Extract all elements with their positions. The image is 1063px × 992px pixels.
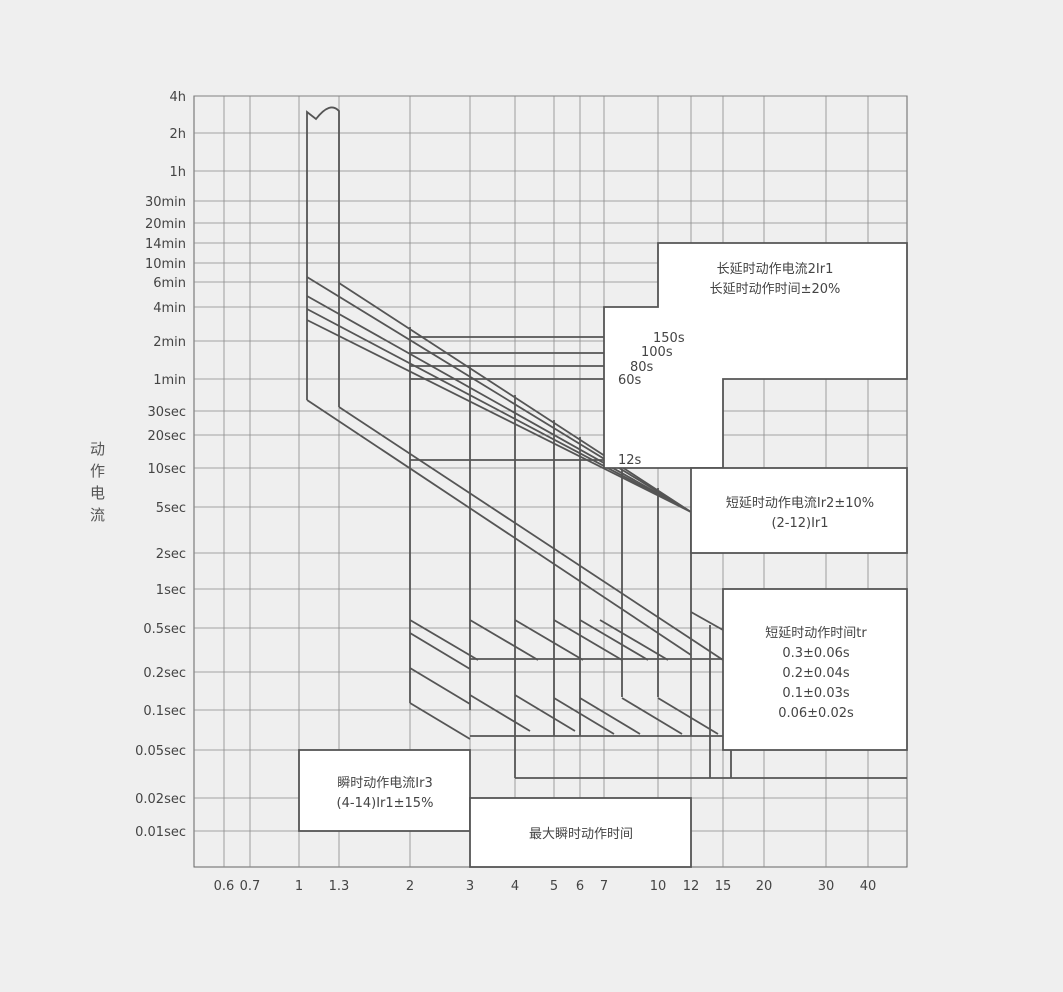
y-tick-label: 4h — [169, 90, 186, 105]
short-delay-current-text: (2-12)Ir1 — [771, 516, 828, 531]
x-tick-label: 15 — [715, 879, 732, 894]
long-delay-diagonal — [306, 308, 692, 513]
y-axis-label-char: 作 — [89, 462, 106, 480]
short-delay-step-diagonal — [553, 697, 615, 735]
long-delay-text: 长延时动作电流2Ir1 — [717, 262, 834, 277]
short-delay-step-diagonal — [657, 697, 719, 735]
x-tick-label: 12 — [683, 879, 700, 894]
long-delay-lower-diagonal — [338, 406, 724, 661]
x-tick-label: 5 — [550, 879, 558, 894]
short-delay-step-diagonal — [409, 632, 471, 670]
x-tick-label: 1.3 — [329, 879, 350, 894]
y-axis-label-char: 流 — [89, 506, 106, 524]
short-delay-time-text: 0.2±0.04s — [782, 666, 850, 681]
curve-label: 60s — [618, 373, 642, 388]
y-tick-label: 0.2sec — [143, 666, 186, 681]
short-delay-current-text: 短延时动作电流Ir2±10% — [726, 496, 874, 511]
x-tick-label: 7 — [600, 879, 608, 894]
y-tick-label: 20min — [145, 217, 186, 232]
short-delay-step-diagonal — [599, 619, 669, 661]
y-tick-label: 0.1sec — [143, 704, 186, 719]
short-delay-time-text: 短延时动作时间tr — [765, 626, 867, 641]
y-tick-label: 2h — [169, 127, 186, 142]
long-delay-envelope — [306, 106, 340, 407]
curve-label: 100s — [641, 345, 673, 360]
y-tick-label: 0.5sec — [143, 622, 186, 637]
long-delay-lower-diagonal — [306, 399, 692, 656]
y-tick-label: 4min — [153, 301, 186, 316]
instant-current-panel — [298, 749, 471, 832]
instant-current-text: (4-14)Ir1±15% — [337, 796, 434, 811]
x-tick-label: 1 — [295, 879, 303, 894]
short-delay-step-diagonal — [469, 619, 539, 661]
y-tick-label: 2sec — [156, 547, 186, 562]
short-delay-step-diagonal — [469, 694, 531, 732]
short-delay-step-diagonal — [514, 619, 584, 661]
short-delay-step-diagonal — [579, 619, 649, 661]
x-tick-labels: 0.6 0.7 1 1.3 2 3 4 5 6 7 10 12 15 20 30 40 — [214, 879, 877, 894]
short-delay-step-diagonal — [409, 619, 479, 661]
curve-label: 150s — [653, 331, 685, 346]
y-tick-label: 1sec — [156, 583, 186, 598]
x-tick-label: 0.6 — [214, 879, 235, 894]
short-delay-time-text: 0.3±0.06s — [782, 646, 850, 661]
short-delay-step-diagonal — [514, 694, 576, 732]
curve-label: 12s — [618, 453, 642, 468]
short-delay-edge — [690, 611, 724, 631]
y-tick-label: 6min — [153, 276, 186, 291]
x-tick-label: 4 — [511, 879, 519, 894]
x-tick-label: 0.7 — [240, 879, 261, 894]
y-tick-label: 1h — [169, 165, 186, 180]
short-delay-step-diagonal — [579, 697, 641, 735]
x-tick-label: 6 — [576, 879, 584, 894]
x-tick-label: 3 — [466, 879, 474, 894]
short-delay-time-text: 0.06±0.02s — [778, 706, 854, 721]
y-tick-label: 30sec — [148, 405, 186, 420]
short-delay-step-diagonal — [553, 619, 623, 661]
y-tick-label: 0.02sec — [135, 792, 186, 807]
short-delay-step-diagonal — [409, 702, 471, 740]
y-tick-label: 10sec — [148, 462, 186, 477]
long-delay-diagonal — [306, 276, 692, 513]
y-axis-label-char: 动 — [89, 440, 106, 458]
y-tick-label: 10min — [145, 257, 186, 272]
instant-current-text: 瞬时动作电流Ir3 — [337, 776, 432, 791]
x-tick-label: 20 — [756, 879, 773, 894]
y-axis-label: 动作电流 — [84, 438, 112, 526]
short-delay-time-panel — [722, 588, 908, 751]
short-delay-step-diagonal — [621, 697, 683, 735]
x-tick-label: 10 — [650, 879, 667, 894]
instant-time-text: 最大瞬时动作时间 — [529, 827, 633, 842]
annotation-panels: 长延时动作电流2Ir1 长延时动作时间±20% 短延时动作电流Ir2±10% (2-1… — [298, 242, 908, 868]
y-tick-label: 20sec — [148, 429, 186, 444]
y-tick-label: 0.05sec — [135, 744, 186, 759]
long-delay-diagonal — [306, 295, 692, 513]
instant-time-panel — [469, 797, 692, 868]
x-tick-label: 40 — [860, 879, 877, 894]
y-tick-label: 14min — [145, 237, 186, 252]
y-tick-label: 0.01sec — [135, 825, 186, 840]
long-delay-text: 长延时动作时间±20% — [710, 282, 841, 297]
x-tick-label: 30 — [818, 879, 835, 894]
short-delay-current-panel — [690, 467, 908, 554]
y-tick-labels: 4h 2h 1h 30min 20min 14min 10min 6min 4min 2min 1m… — [135, 90, 186, 840]
y-tick-label: 2min — [153, 335, 186, 350]
y-tick-label: 30min — [145, 195, 186, 210]
y-tick-label: 5sec — [156, 501, 186, 516]
short-delay-step-diagonal — [409, 667, 471, 705]
trip-curves — [306, 106, 907, 779]
y-tick-label: 1min — [153, 373, 186, 388]
long-delay-diagonal — [306, 319, 692, 513]
short-delay-time-text: 0.1±0.03s — [782, 686, 850, 701]
curve-label: 80s — [630, 360, 654, 375]
y-axis-label-char: 电 — [89, 484, 106, 502]
x-tick-label: 2 — [406, 879, 414, 894]
